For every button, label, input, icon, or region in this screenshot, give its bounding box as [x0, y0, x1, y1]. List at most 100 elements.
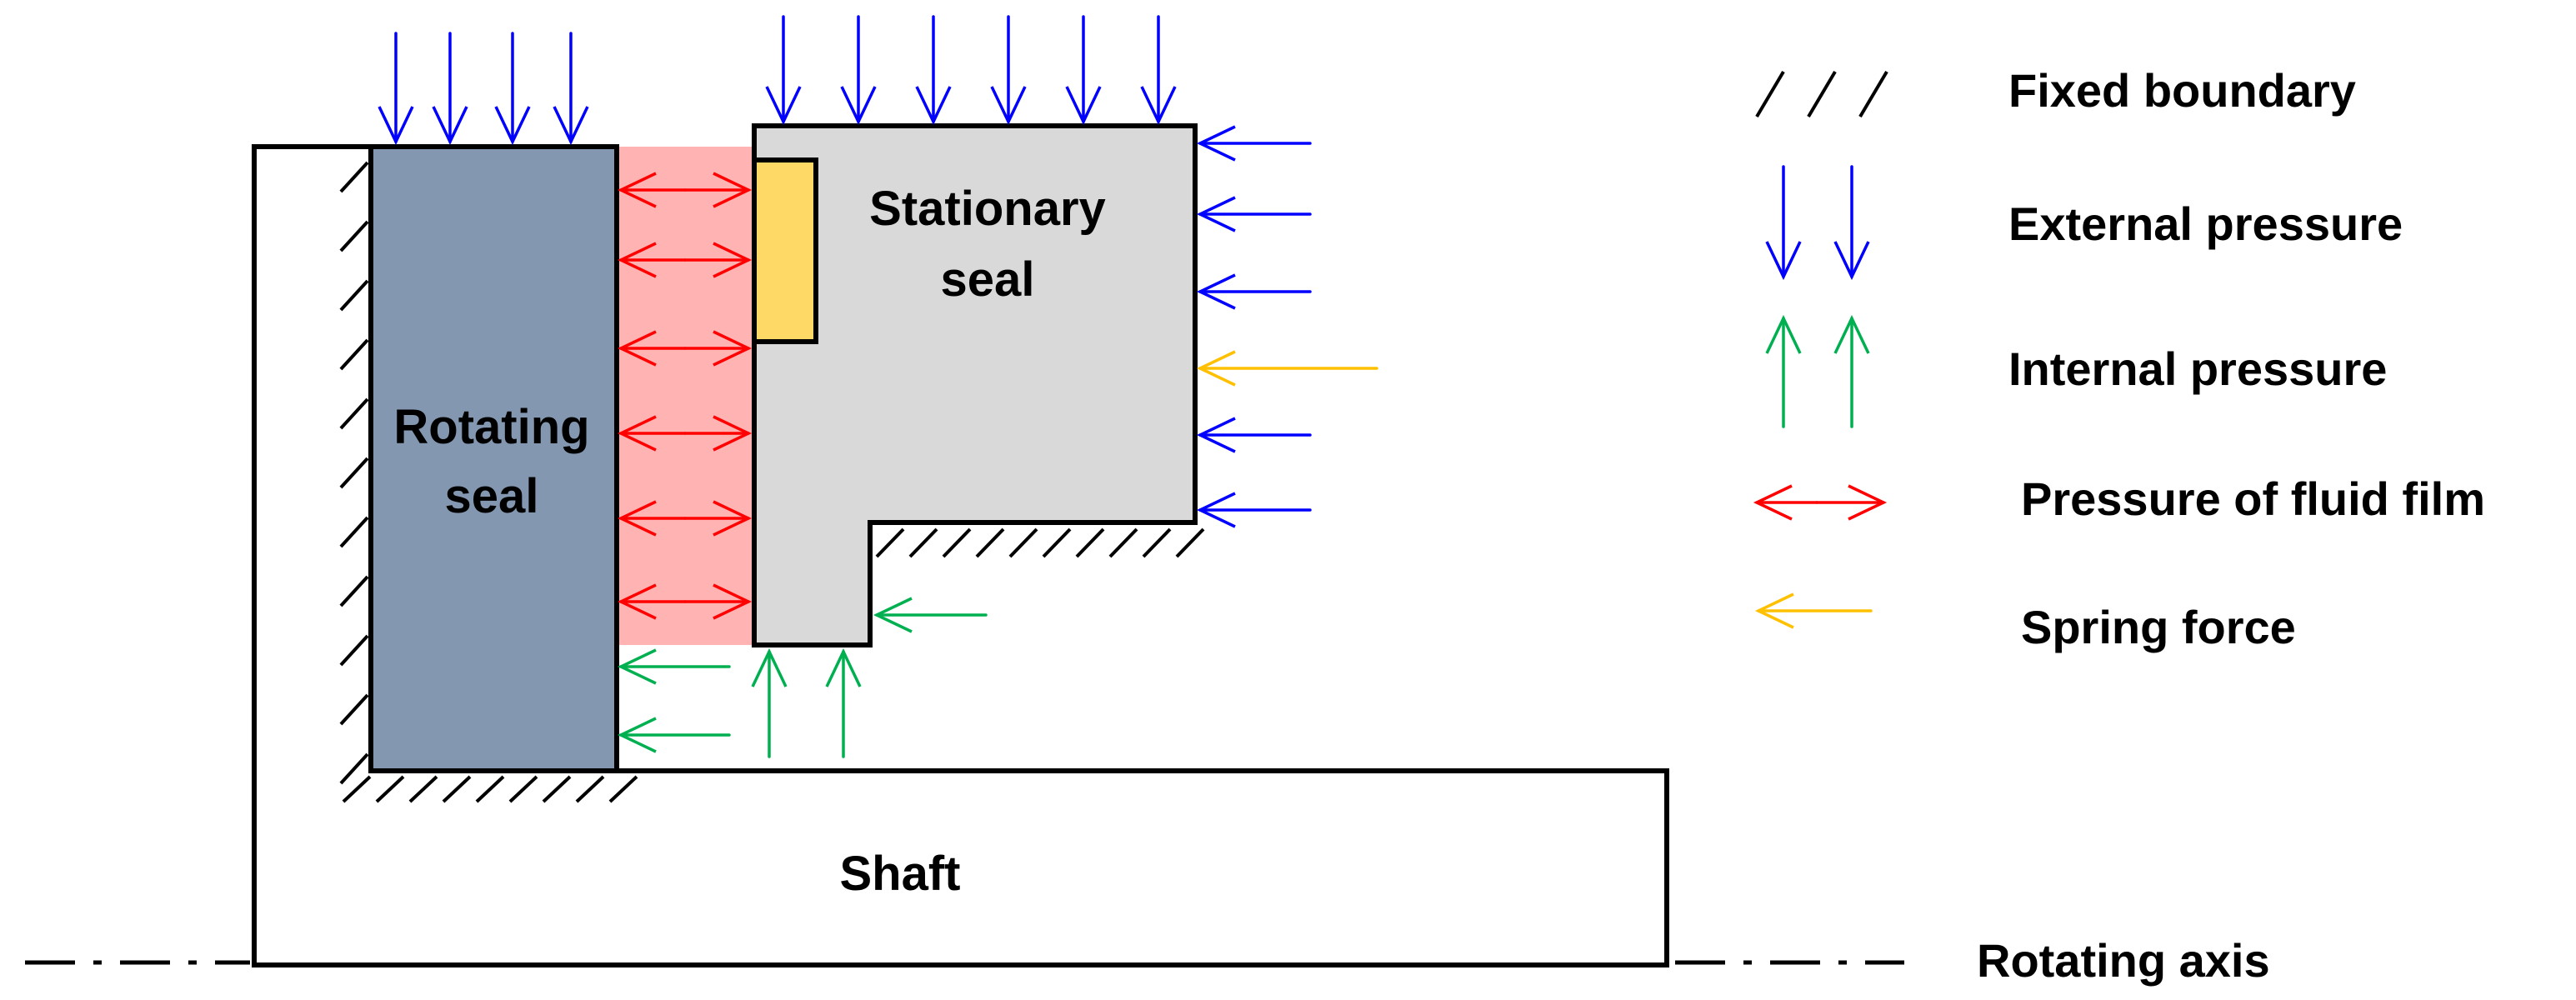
external-pressure-arrow — [1065, 15, 1102, 126]
fluid-film-region — [617, 147, 754, 645]
external-pressure-arrow-head — [494, 106, 531, 146]
external-pressure-arrow — [553, 32, 589, 146]
hatch-mark — [339, 338, 369, 371]
external-pressure-arrow-head — [1196, 196, 1236, 232]
hatch-mark — [975, 528, 1005, 558]
stationary-seal — [752, 123, 1198, 648]
internal-pressure-arrow-head — [873, 597, 913, 633]
load-arrows — [378, 15, 1378, 758]
fluid-film-arrow-head — [1848, 484, 1888, 521]
external-pressure-arrow-head — [765, 86, 802, 126]
legend-label-internal: Internal pressure — [2008, 342, 2387, 395]
internal-pressure-arrow — [617, 648, 731, 685]
external-pressure-arrow — [990, 15, 1027, 126]
fluid-film-arrow-head — [713, 242, 753, 278]
fluid-film-arrow-head — [617, 500, 657, 537]
fluid-film-arrow — [617, 172, 687, 208]
hatch-mark — [339, 161, 369, 193]
external-pressure-arrow — [1833, 165, 1870, 281]
external-pressure-arrow-head — [840, 86, 877, 126]
rotating-seal-label-line2: seal — [445, 469, 539, 523]
external-pressure-arrow-head — [915, 86, 952, 126]
hatch-mark — [1008, 528, 1038, 558]
internal-pressure-arrow-head — [1765, 314, 1802, 354]
fluid-film-arrow — [683, 415, 753, 452]
legend: Fixed boundary External pressure Interna… — [1753, 64, 2485, 653]
hatch-mark — [508, 775, 538, 803]
external-pressure-arrow — [432, 32, 468, 146]
fluid-film-arrow-head — [617, 242, 657, 278]
external-pressure-arrow-head — [1065, 86, 1102, 126]
hatch-mark — [375, 775, 405, 803]
fluid-film-arrow — [683, 500, 753, 537]
internal-pressure-arrow-head — [1833, 314, 1870, 354]
arrow-down-icon — [1765, 165, 1870, 281]
hatch-mark — [475, 775, 505, 803]
fluid-film-arrow-head — [713, 583, 753, 620]
hatch-mark — [339, 220, 369, 252]
internal-pressure-arrow-head — [825, 648, 862, 688]
spring-force-arrow — [1196, 350, 1378, 387]
hatch-mark — [1075, 528, 1105, 558]
hatch-mark — [339, 457, 369, 489]
stationary-seal-label-line1: Stationary — [869, 182, 1106, 236]
external-pressure-arrow-head — [1196, 492, 1236, 528]
hatch-mark — [1807, 70, 1837, 118]
fluid-film-arrow-head — [1753, 484, 1793, 521]
external-pressure-arrow — [494, 32, 531, 146]
hatch-mark — [608, 775, 638, 803]
fluid-film-arrow-head — [713, 500, 753, 537]
fluid-film-arrow — [617, 500, 687, 537]
external-pressure-arrow-head — [1196, 273, 1236, 310]
hatch-mark — [442, 775, 472, 803]
hatch-mark — [339, 516, 369, 548]
hatch-mark — [408, 775, 438, 803]
internal-pressure-arrow — [1833, 314, 1870, 428]
rotating-seal — [368, 144, 619, 773]
stationary-seal-label-line2: seal — [941, 252, 1035, 307]
fluid-film-arrow — [617, 583, 687, 620]
fluid-film-arrow-head — [713, 330, 753, 367]
hatch-mark — [1042, 528, 1072, 558]
legend-label-external: External pressure — [2008, 198, 2403, 250]
arrow-left-icon — [1754, 592, 1873, 629]
external-pressure-arrow-head — [378, 106, 414, 146]
fluid-film-arrow — [683, 172, 753, 208]
external-pressure-arrow-head — [432, 106, 468, 146]
legend-label-spring: Spring force — [2021, 601, 2296, 653]
external-pressure-arrow-head — [1196, 417, 1236, 453]
hatch-mark — [339, 634, 369, 667]
seal-assembly — [252, 123, 1669, 968]
hatch-mark — [908, 528, 938, 558]
fluid-film-arrow — [1815, 484, 1888, 521]
external-pressure-arrow — [1196, 492, 1312, 528]
legend-label-fluid: Pressure of fluid film — [2021, 472, 2485, 525]
arrow-up-icon — [1765, 314, 1870, 428]
external-pressure-arrow — [915, 15, 952, 126]
fluid-film-arrow — [683, 330, 753, 367]
shaft-label: Shaft — [840, 847, 961, 901]
spring-insert — [752, 158, 818, 344]
hatch-mark — [1175, 528, 1205, 558]
internal-pressure-arrow — [1765, 314, 1802, 428]
external-pressure-arrow — [1196, 273, 1312, 310]
hatch-mark — [942, 528, 972, 558]
fluid-film-arrow — [617, 242, 687, 278]
fluid-film-arrow — [617, 330, 687, 367]
legend-label-fixed: Fixed boundary — [2008, 64, 2356, 117]
external-pressure-arrow — [1140, 15, 1177, 126]
external-pressure-arrow — [765, 15, 802, 126]
hatch-icon — [1755, 70, 1888, 118]
fluid-film-arrow — [683, 242, 753, 278]
external-pressure-arrow-head — [553, 106, 589, 146]
fluid-film-arrow-head — [617, 415, 657, 452]
fluid-film-arrow-head — [713, 415, 753, 452]
external-pressure-arrow-head — [1196, 125, 1236, 162]
external-pressure-arrow-head — [1140, 86, 1177, 126]
hatch-mark — [1142, 528, 1172, 558]
external-pressure-arrow-head — [1833, 241, 1870, 281]
internal-pressure-arrow — [751, 648, 788, 758]
fluid-film-arrow-head — [713, 172, 753, 208]
internal-pressure-arrow-head — [617, 717, 657, 753]
hatch-mark — [339, 752, 369, 785]
